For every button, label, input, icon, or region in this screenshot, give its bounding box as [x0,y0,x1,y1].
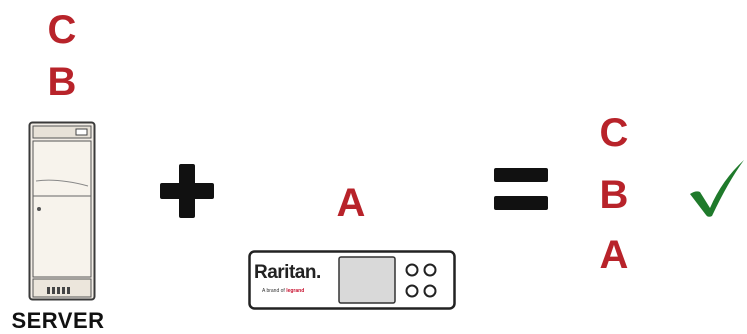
server-letter-c: C [37,10,87,50]
device-letter-a: A [326,183,376,223]
equals-icon [494,168,548,210]
server-tower-icon [28,121,96,301]
device-tagline: A brand of legrand [262,288,304,294]
device-tagline-prefix: A brand of [262,288,286,294]
result-letter-c: C [589,113,639,153]
result-letter-a: A [589,235,639,275]
checkmark-icon [688,158,746,220]
server-letter-b: B [37,62,87,102]
device-brand-label: Raritan. [254,262,326,284]
plus-icon [160,164,214,218]
result-letter-b: B [589,175,639,215]
device-tagline-brand: legrand [286,288,304,294]
server-caption: SERVER [2,308,114,334]
